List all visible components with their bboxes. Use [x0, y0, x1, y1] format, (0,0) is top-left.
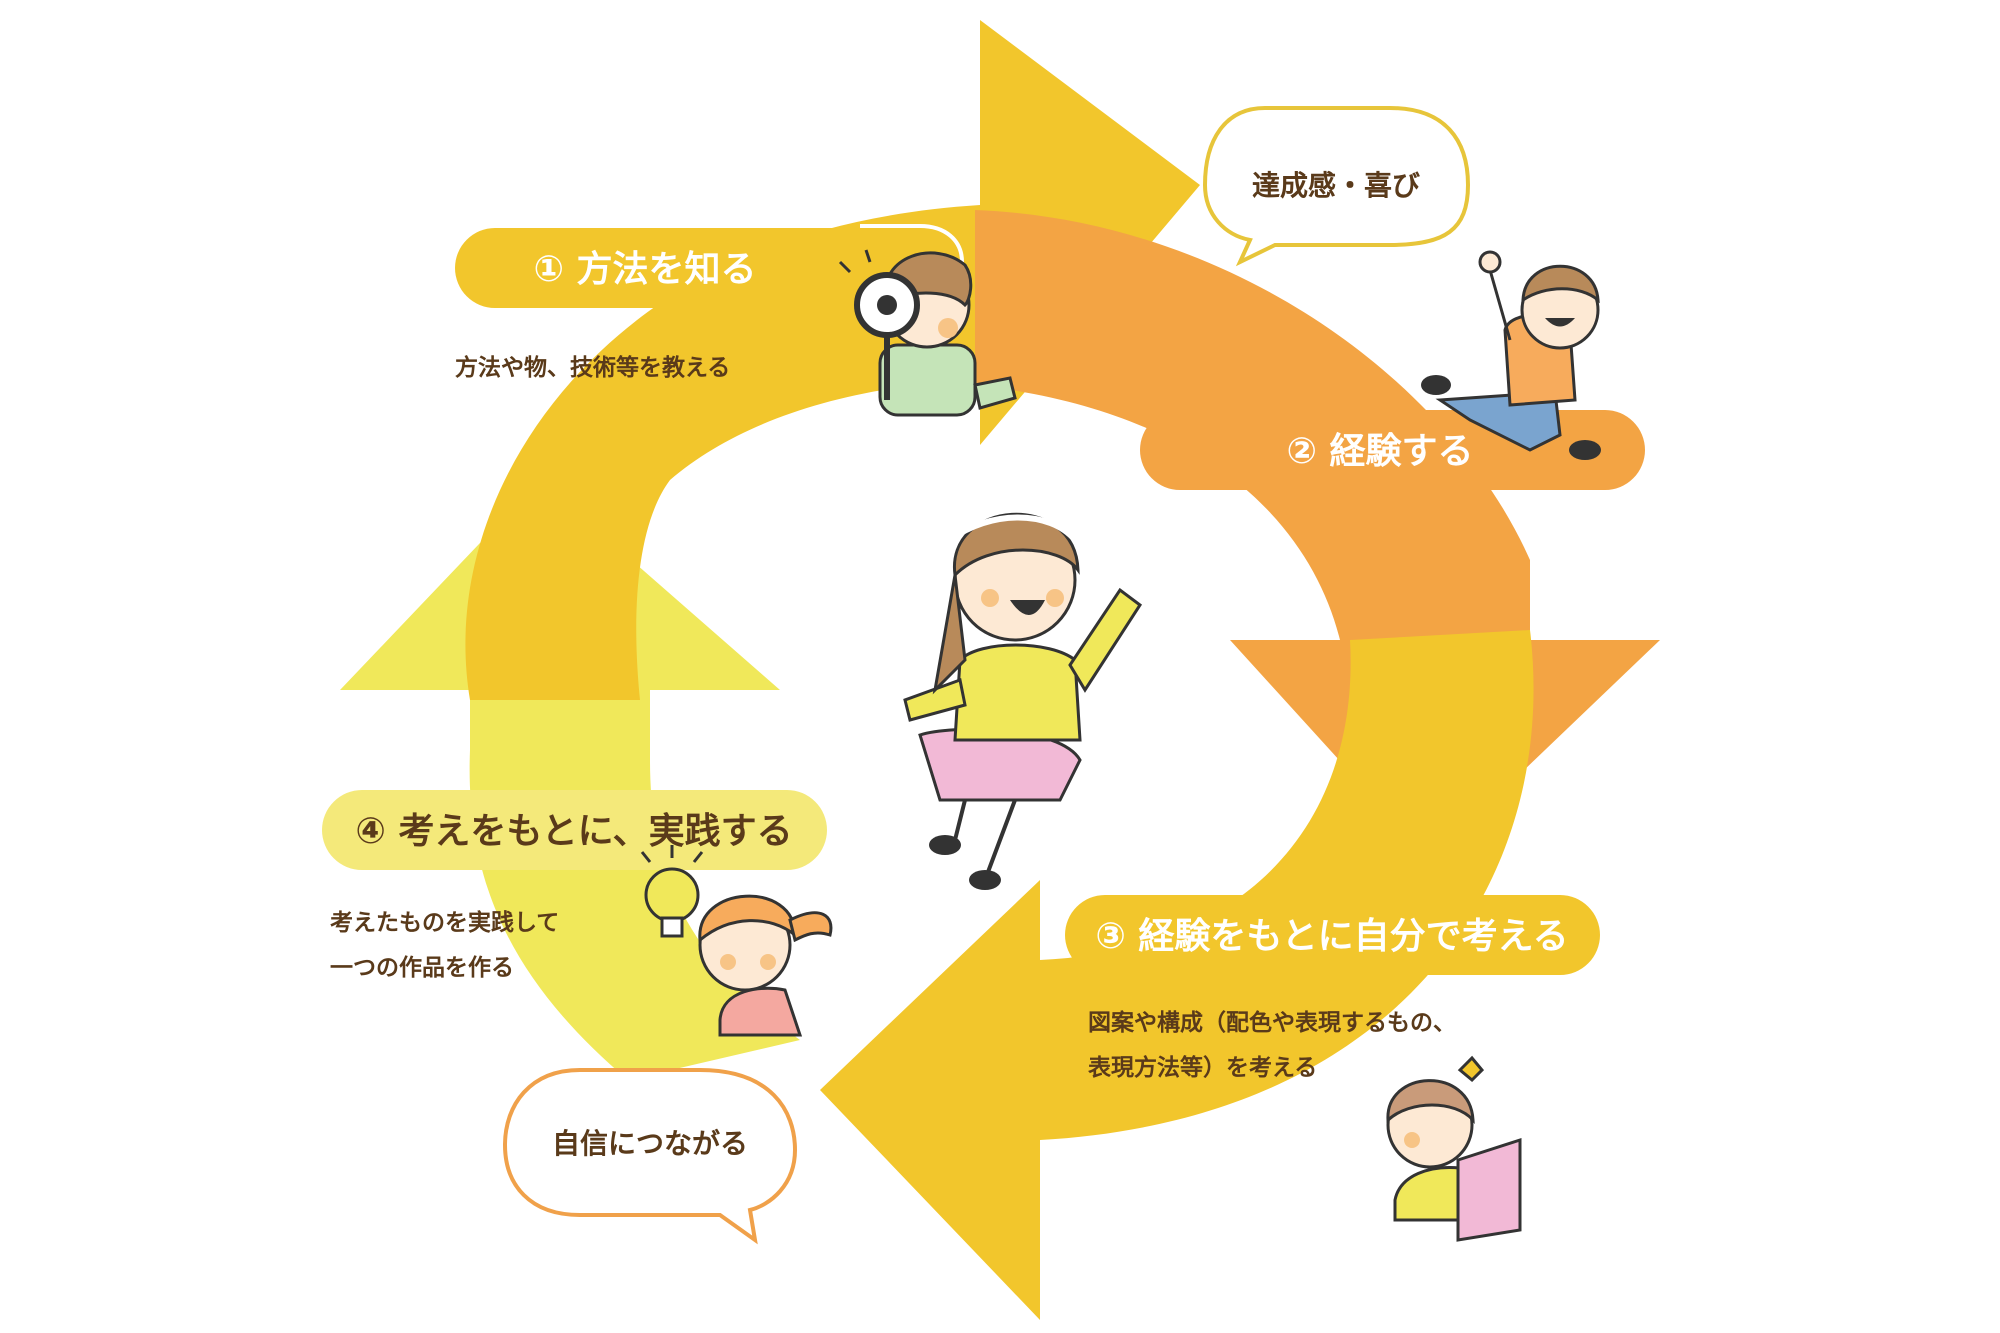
step-4-description-line-1: 考えたものを実践して — [330, 909, 559, 936]
bubble-achievement-text: 達成感・喜び — [1252, 169, 1420, 202]
step-1-description: 方法や物、技術等を教える — [455, 354, 730, 381]
step-3-label: ③ 経験をもとに自分で考える — [1095, 916, 1568, 957]
step-1-label: ① 方法を知る — [533, 249, 756, 290]
cycle-arrow-left — [340, 480, 800, 1080]
step-2-label: ② 経験する — [1286, 431, 1473, 472]
bubble-achievement: 達成感・喜び — [1202, 106, 1471, 267]
step-3-description-line-2: 表現方法等）を考える — [1088, 1054, 1317, 1081]
step-4-description-line-2: 一つの作品を作る — [330, 955, 514, 981]
boy-with-magnifier-illustration — [838, 249, 1017, 417]
step-4-pill — [322, 790, 827, 870]
step-3-description-line-1: 図案や構成（配色や表現するもの、 — [1088, 1009, 1456, 1036]
cycle-arrow-top — [465, 20, 1200, 700]
step-3-pill — [1065, 895, 1600, 975]
bubble-confidence-text: 自信につながる — [552, 1127, 748, 1160]
girl-jumping-center-illustration — [903, 512, 1143, 890]
girl-reading-book-illustration — [1386, 1055, 1522, 1242]
step-1-pill — [455, 228, 960, 308]
boy-sitting-cheering-illustration — [1421, 250, 1601, 460]
bubble-confidence: 自信につながる — [502, 1068, 798, 1245]
step-4-label: ④ 考えをもとに、実践する — [355, 811, 792, 852]
girl-with-lightbulb-illustration — [640, 845, 833, 1037]
